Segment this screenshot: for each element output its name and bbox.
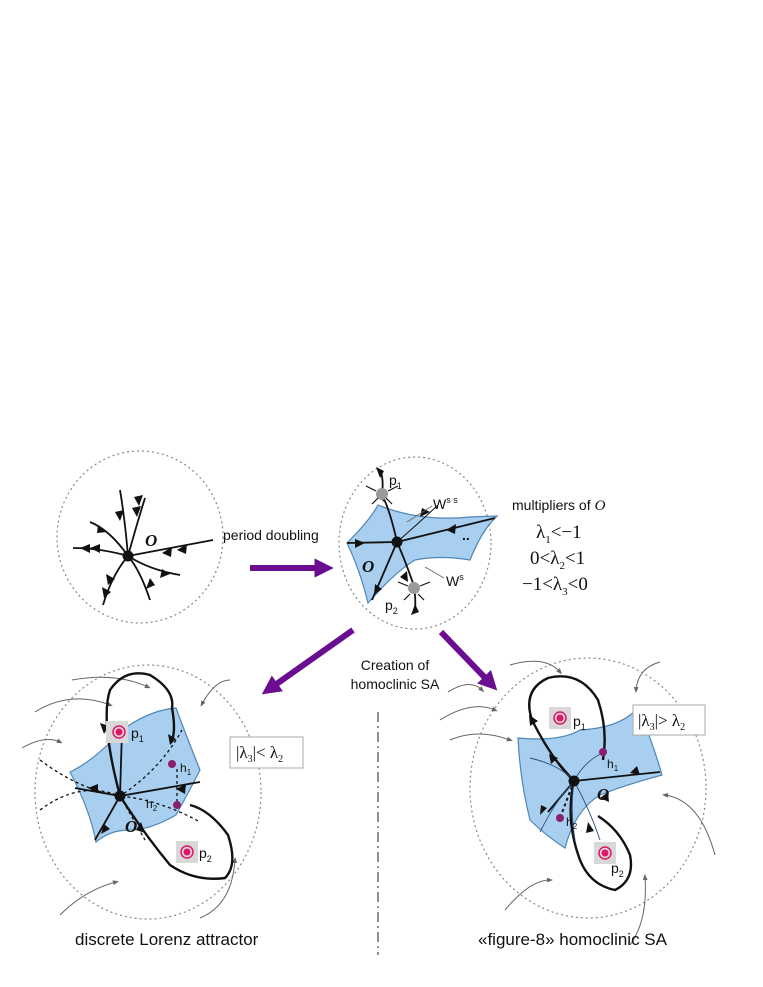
outer-flow-arrows bbox=[439, 660, 716, 946]
label-h2: h2 bbox=[146, 797, 158, 813]
multiplier-lambda-3: −1<λ3<0 bbox=[522, 574, 588, 598]
fixed-point-o bbox=[122, 550, 134, 562]
ellipsis-dots: .. bbox=[462, 527, 470, 543]
label-h2: h2 bbox=[566, 815, 578, 831]
panel-discrete-lorenz: O p1 p2 h1 h2 |λ3|< λ2 discrete Lorenz a… bbox=[21, 664, 304, 949]
arrow-to-figure8 bbox=[438, 629, 498, 691]
label-p2: p2 bbox=[199, 845, 212, 864]
homoclinic-orbit bbox=[528, 675, 633, 892]
condition-text: |λ3|< λ2 bbox=[236, 743, 283, 765]
point-p2 bbox=[176, 841, 198, 863]
period-doubling-label: period doubling bbox=[223, 527, 319, 543]
fixed-point-o-label: O bbox=[145, 531, 157, 550]
creation-caption-line1: Creation of bbox=[361, 657, 430, 673]
fixed-point-o bbox=[391, 536, 403, 548]
arrow-to-lorenz bbox=[261, 627, 355, 695]
creation-caption-line2: homoclinic SA bbox=[351, 676, 440, 692]
condition-box bbox=[229, 736, 304, 769]
fixed-point-o bbox=[114, 790, 126, 802]
multiplier-lambda-2: 0<λ2<1 bbox=[530, 548, 585, 572]
caption-discrete-lorenz: discrete Lorenz attractor bbox=[75, 930, 259, 949]
dotted-curves bbox=[559, 780, 575, 819]
fixed-point-o-label: O bbox=[125, 817, 137, 836]
unstable-surface bbox=[517, 706, 663, 849]
panel-boundary bbox=[338, 456, 492, 630]
wss-pointer bbox=[406, 505, 433, 523]
label-h1: h1 bbox=[607, 757, 619, 773]
condition-box bbox=[632, 704, 706, 736]
point-p1 bbox=[106, 721, 128, 743]
label-ws: Ws bbox=[446, 572, 464, 589]
point-h2 bbox=[173, 801, 181, 809]
fixed-point-o-label: O bbox=[597, 785, 609, 804]
point-h2 bbox=[556, 814, 564, 822]
label-p1: p1 bbox=[131, 725, 144, 744]
panel-stable-node: O period doubling bbox=[56, 450, 334, 624]
outer-flow-arrows bbox=[21, 676, 238, 919]
panel-figure-8: O p1 p2 h1 h2 |λ3|> λ2 «figure-8» homocl… bbox=[439, 657, 716, 949]
panel-period-doubling: O p1 p2 Ws s Ws .. bbox=[338, 456, 499, 630]
ws-pointer bbox=[424, 566, 445, 579]
multiplier-lambda-1: λ1<−1 bbox=[536, 522, 582, 546]
point-p1 bbox=[365, 485, 399, 505]
condition-text: |λ3|> λ2 bbox=[638, 711, 685, 733]
fixed-point-o bbox=[568, 775, 580, 787]
fixed-point-o-label: O bbox=[362, 557, 374, 576]
panel-boundary bbox=[56, 450, 224, 624]
point-p2 bbox=[397, 581, 431, 601]
panel-boundary bbox=[469, 657, 707, 919]
point-p2 bbox=[594, 842, 616, 864]
label-p2: p2 bbox=[611, 860, 624, 879]
point-h1 bbox=[168, 760, 176, 768]
caption-figure-8: «figure-8» homoclinic SA bbox=[478, 930, 668, 949]
orbit-arrows bbox=[529, 715, 640, 833]
label-h1: h1 bbox=[180, 761, 192, 777]
creation-arrows: Creation of homoclinic SA bbox=[261, 627, 498, 955]
label-p1: p1 bbox=[389, 472, 402, 491]
label-wss: Ws s bbox=[433, 495, 458, 512]
point-h1 bbox=[599, 748, 607, 756]
label-p1: p1 bbox=[573, 713, 586, 732]
trajectory-arrows bbox=[80, 495, 187, 598]
point-p1 bbox=[549, 707, 571, 729]
panel-boundary bbox=[34, 664, 262, 920]
label-p2: p2 bbox=[385, 597, 398, 616]
